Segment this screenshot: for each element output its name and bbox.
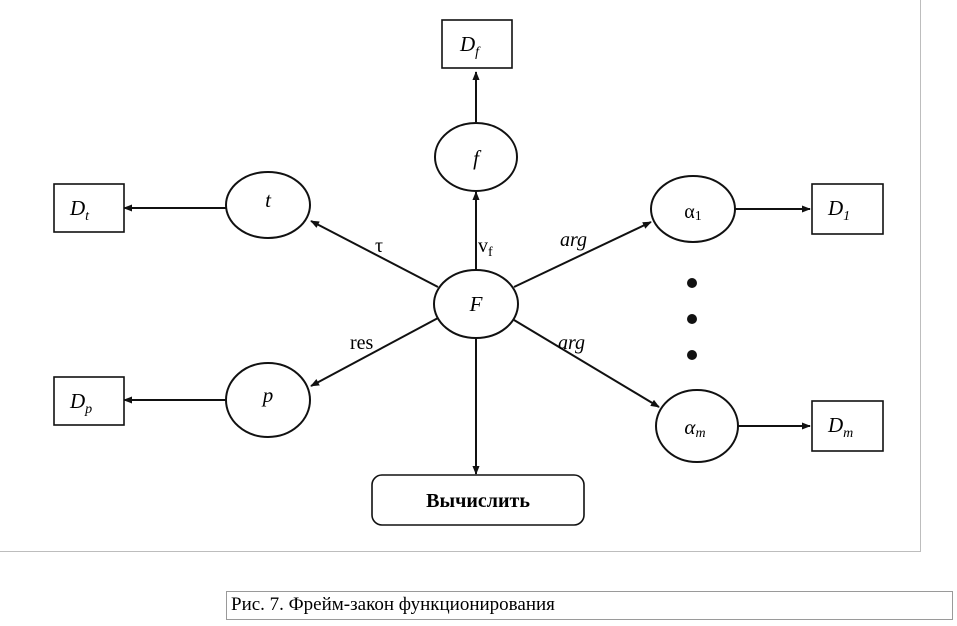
- domain-box-alpha-m: Dm: [811, 400, 884, 452]
- svg-text:Df: Df: [459, 32, 481, 60]
- svg-text:Dm: Dm: [827, 413, 853, 441]
- svg-text:Dt: Dt: [69, 196, 90, 224]
- node-p-label: p: [261, 383, 274, 407]
- edge-label-arg-1: arg: [560, 229, 587, 251]
- edge-label-res: res: [350, 332, 374, 354]
- node-function-label: f: [473, 146, 482, 170]
- figure-caption: Рис. 7. Фрейм-закон функционирования: [231, 594, 555, 615]
- ellipsis-dots: [687, 278, 697, 360]
- node-t-label: t: [265, 188, 272, 212]
- node-alpha-1-label: α1: [684, 201, 701, 224]
- node-p: p: [225, 362, 311, 438]
- node-alpha-1: α1: [650, 175, 736, 243]
- node-center-f: F: [433, 269, 519, 339]
- compute-action-label: Вычислить: [426, 490, 530, 512]
- domain-box-p: Dp: [53, 376, 125, 426]
- frame-diagram: F f t p α1 αm Df Dt Dp: [53, 19, 884, 526]
- edge-f-to-alpham: [513, 319, 660, 408]
- edge-f-to-alpha1: [513, 221, 652, 288]
- compute-action-box: Вычислить: [371, 474, 585, 526]
- node-t: t: [225, 171, 311, 239]
- edge-f-to-t: [310, 220, 439, 288]
- edge-f-to-p: [310, 317, 439, 387]
- node-alpha-m: αm: [655, 389, 739, 463]
- edge-label-arg-m: arg: [558, 332, 585, 354]
- domain-box-t: Dt: [53, 183, 125, 233]
- domain-box-alpha-1: D1: [811, 183, 884, 235]
- node-alpha-m-label: αm: [684, 415, 705, 441]
- edge-label-tau: τ: [375, 235, 383, 257]
- figure-caption-box: Рис. 7. Фрейм-закон функционирования: [226, 591, 953, 620]
- domain-box-f: Df: [441, 19, 513, 69]
- figure-frame: [0, 0, 921, 552]
- svg-text:Dp: Dp: [69, 389, 92, 417]
- svg-text:D1: D1: [827, 196, 850, 224]
- node-center-label: F: [469, 292, 483, 316]
- edge-label-vf: vf: [478, 235, 493, 260]
- node-function-f: f: [434, 122, 518, 192]
